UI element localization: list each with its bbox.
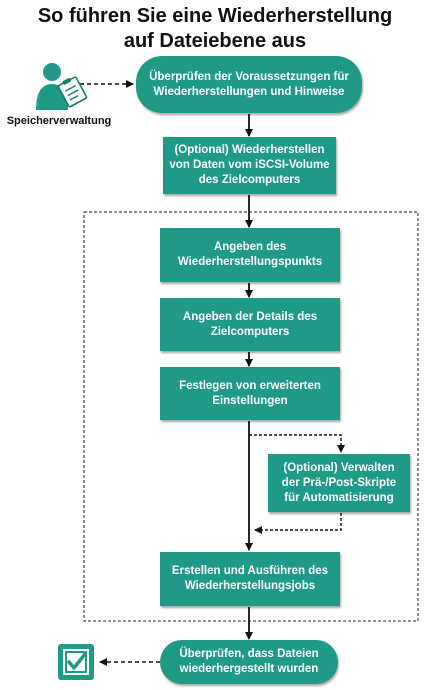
step-specify-recovery-point-label: Angeben des Wiederherstellungspunkts <box>177 241 323 268</box>
page-title: So führen Sie eine Wiederherstellung auf… <box>0 4 430 54</box>
step-advanced-settings-label: Festlegen von erweiterten Einstellungen <box>179 379 321 407</box>
person-clipboard-icon <box>30 60 90 115</box>
checkmark-icon <box>57 643 95 681</box>
step-review-prerequisites-label: Überprüfen der Voraussetzungen für Wiede… <box>149 70 349 98</box>
step-verify-restored-label: Überprüfen, dass Dateien wiederhergestel… <box>179 648 319 675</box>
step-advanced-settings: Festlegen von erweiterten Einstellungen <box>160 367 340 420</box>
step-pre-post-scripts-label: (Optional) Verwalten der Prä-/Post-Skrip… <box>281 461 397 504</box>
title-line-2: auf Dateiebene aus <box>123 30 307 52</box>
step-restore-iscsi: (Optional) Wiederherstellen von Daten vo… <box>163 137 336 194</box>
step-restore-iscsi-label: (Optional) Wiederherstellen von Daten vo… <box>169 144 330 186</box>
step-specify-target-details-label: Angeben der Details des Zielcomputers <box>182 310 318 338</box>
optional-group-frame <box>83 211 419 622</box>
step-pre-post-scripts: (Optional) Verwalten der Prä-/Post-Skrip… <box>268 454 410 512</box>
branch-out-arrow <box>249 434 345 453</box>
step-create-run-job: Erstellen und Ausführen des Wiederherste… <box>160 552 340 606</box>
step-review-prerequisites: Überprüfen der Voraussetzungen für Wiede… <box>136 56 362 113</box>
step-specify-target-details: Angeben der Details des Zielcomputers <box>160 298 340 351</box>
actor-label: Speicherverwaltung <box>6 115 112 127</box>
step-specify-recovery-point: Angeben des Wiederherstellungspunkts <box>160 228 340 282</box>
title-line-1: So führen Sie eine Wiederherstellung <box>37 5 393 27</box>
branch-back-arrow <box>254 513 342 534</box>
step-verify-restored: Überprüfen, dass Dateien wiederhergestel… <box>160 640 338 684</box>
step-create-run-job-label: Erstellen und Ausführen des Wiederherste… <box>171 565 329 592</box>
